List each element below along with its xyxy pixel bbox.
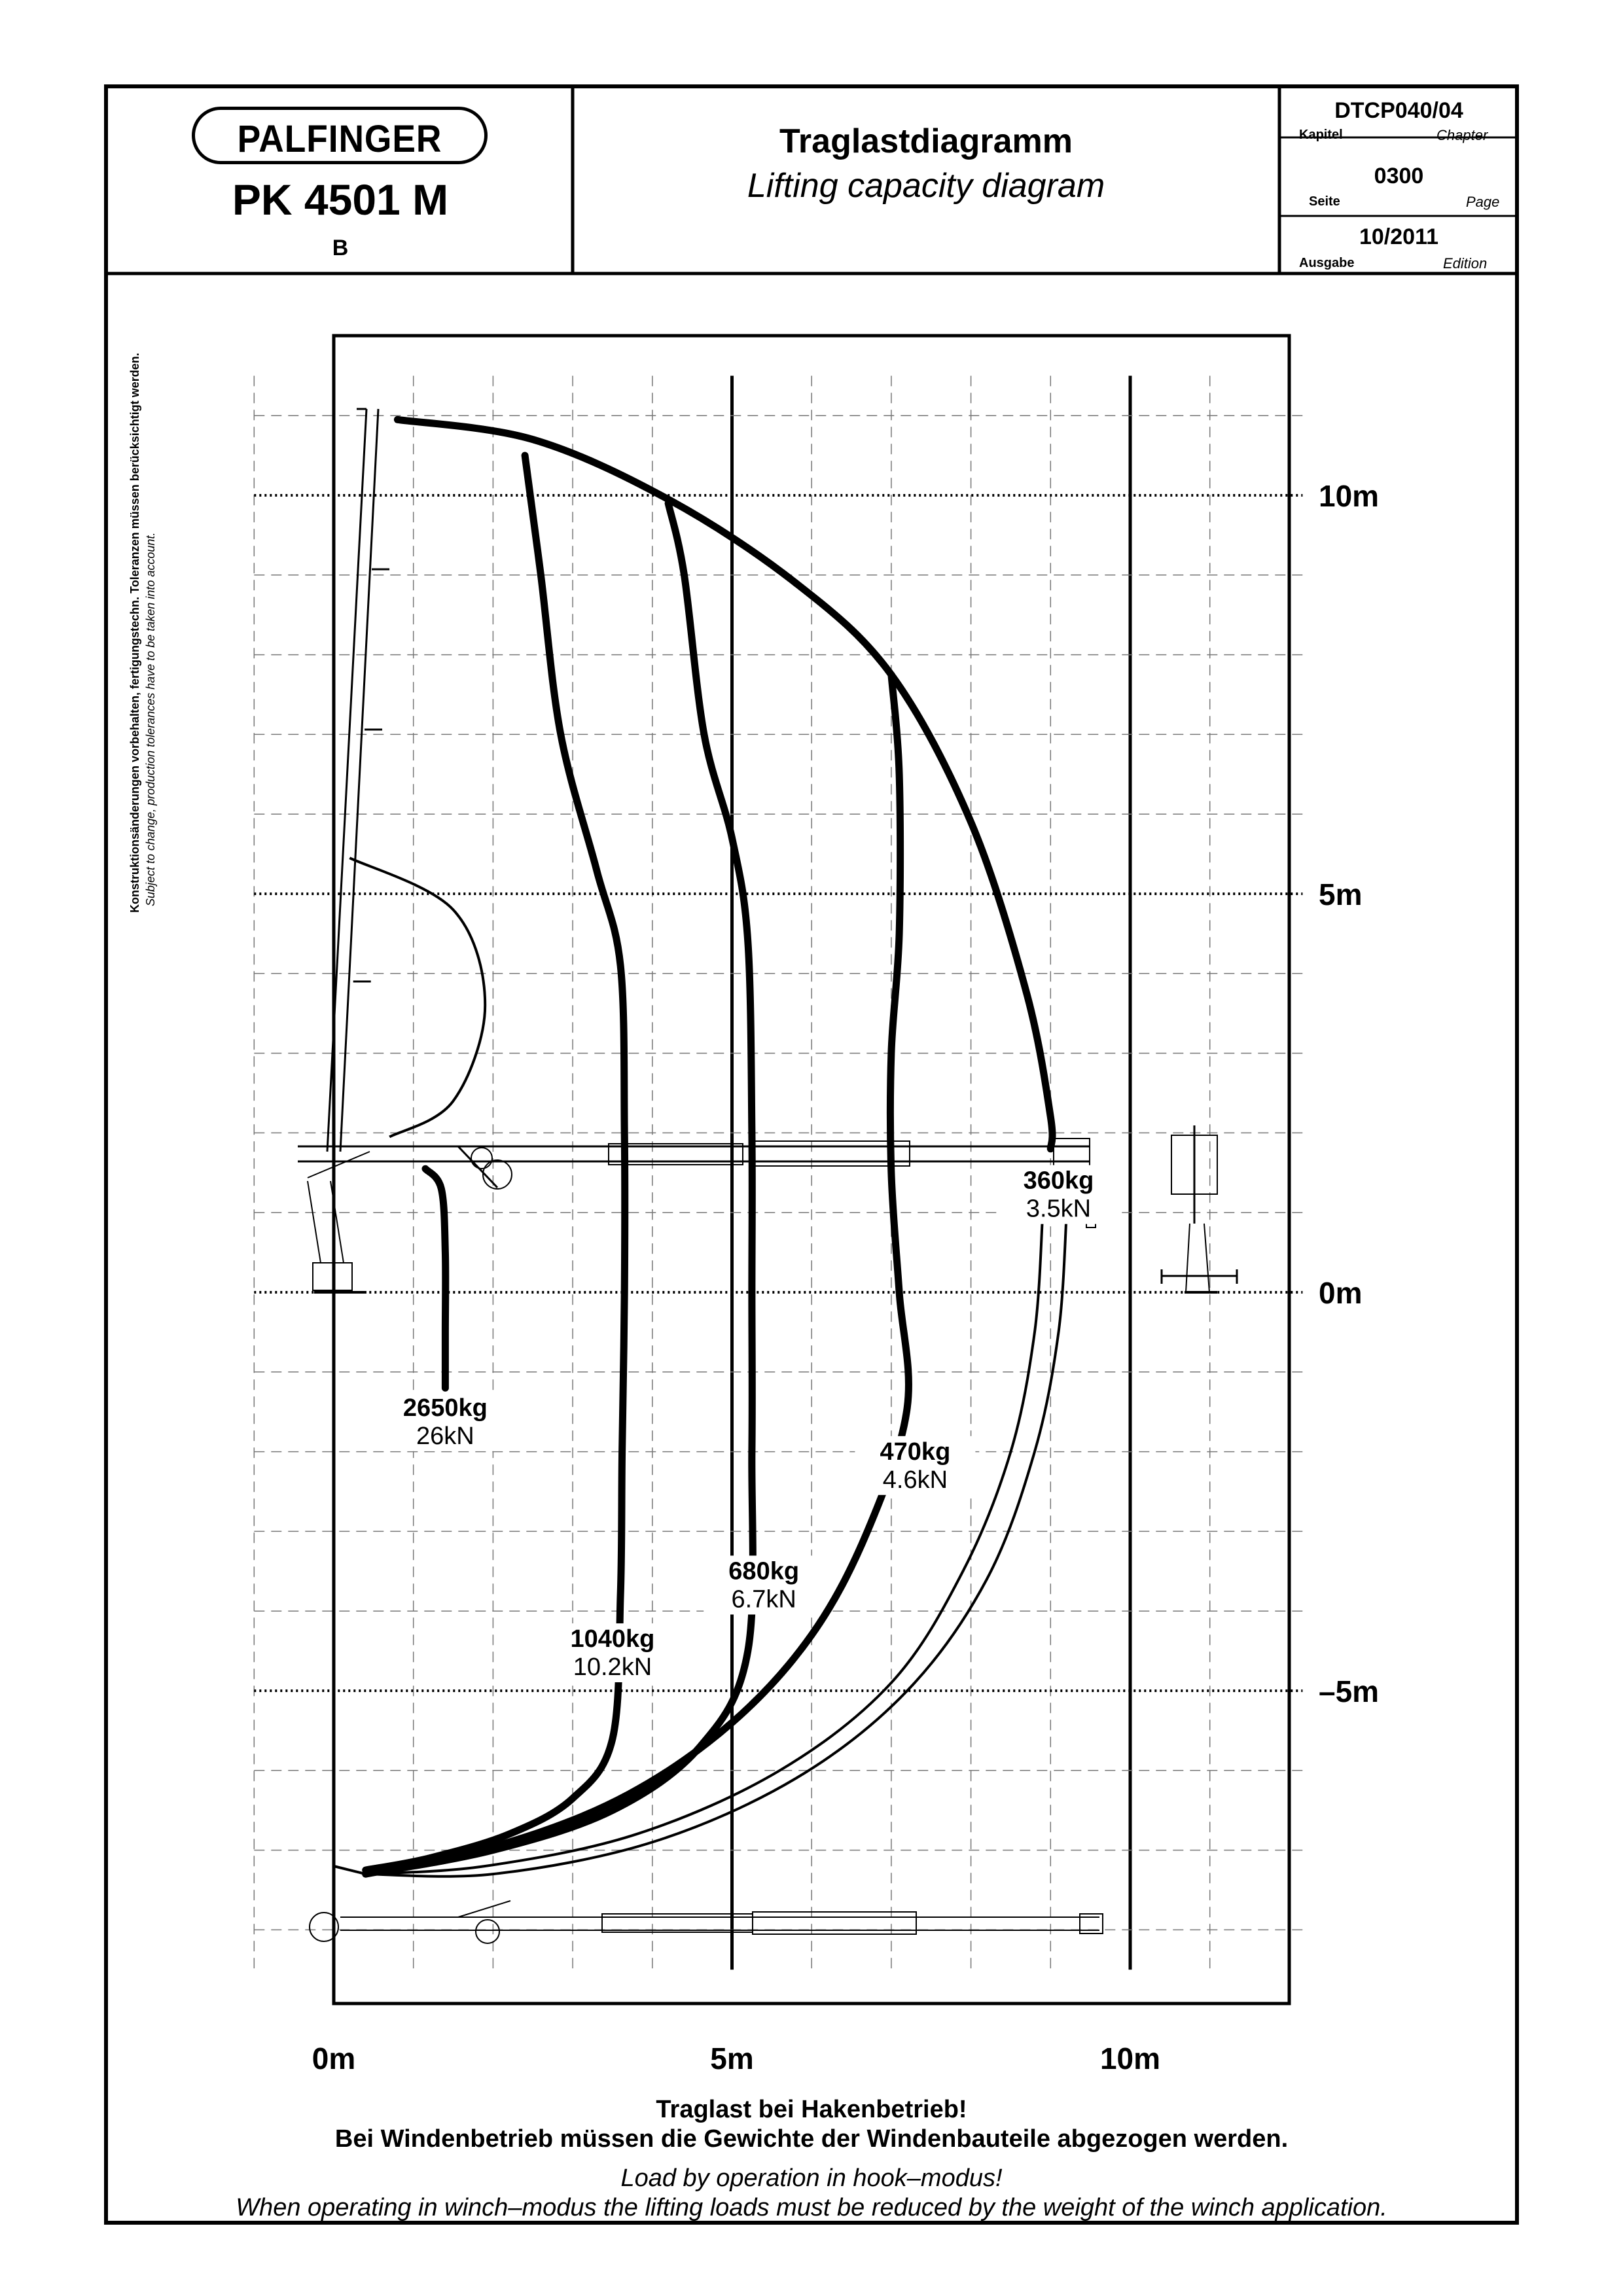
capacity-label-kg: 2650kg [403, 1394, 488, 1422]
capacity-label-kn: 6.7kN [732, 1585, 796, 1613]
y-tick-label: 10m [1319, 479, 1379, 513]
crane-main-joint [471, 1147, 493, 1169]
crane-stowed-joint [475, 1919, 500, 1944]
crane-upright-boom-outer [326, 408, 368, 1152]
palfinger-logo: PALFINGER [192, 107, 488, 164]
side-note-english: Subject to change, production tolerances… [144, 532, 157, 906]
crane-column-left [307, 1180, 321, 1263]
capacity-curve [393, 415, 1056, 1153]
page-label-de: Seite [1309, 194, 1340, 209]
chapter-value: DTCP040/04 [1334, 98, 1463, 123]
bottom-arc [333, 1865, 366, 1876]
footer-line1-german: Traglast bei Hakenbetrieb! [656, 2096, 967, 2123]
title-german: Traglastdiagramm [779, 122, 1073, 160]
plot-frame [332, 334, 1291, 2005]
crane-base-block [312, 1262, 353, 1291]
crane-stowed-cylinder [457, 1900, 511, 1918]
crane-stowed-head [1079, 1913, 1103, 1934]
x-tick-label: 5m [710, 2041, 753, 2075]
capacity-label-background [385, 1392, 506, 1451]
capacity-label-background [552, 1623, 673, 1683]
capacity-label-kg: 360kg [1024, 1167, 1094, 1195]
brand-name: PALFINGER [237, 118, 442, 160]
x-tick-label: 0m [312, 2041, 355, 2075]
capacity-label-background [998, 1165, 1119, 1224]
crane-boom-section [608, 1143, 743, 1165]
edition-label-de: Ausgabe [1299, 256, 1355, 270]
capacity-curve [362, 499, 757, 1878]
x-tick-label: 10m [1100, 2041, 1160, 2075]
capacity-label-kn: 3.5kN [1026, 1195, 1091, 1223]
crane-upright-boom-inner [339, 408, 380, 1152]
plot-grid: 10m 5m 0m –5m 0m 5m 10m [253, 376, 1379, 2075]
capacity-label-kn: 10.2kN [573, 1653, 652, 1681]
capacity-label-kn: 4.6kN [883, 1466, 948, 1494]
capacity-label-kg: 470kg [880, 1438, 951, 1466]
capacity-label-kg: 680kg [728, 1557, 799, 1585]
footer-line1-english: Load by operation in hook–modus! [620, 2164, 1003, 2192]
crane-stowed-section [752, 1911, 917, 1935]
y-tick-label: –5m [1319, 1674, 1379, 1708]
capacity-label-background [855, 1436, 976, 1495]
crane-king-link [307, 1151, 370, 1178]
y-tick-label: 0m [1319, 1276, 1362, 1310]
side-note-german: Konstruktionsänderungen vorbehalten, fer… [128, 353, 141, 913]
page-label-en: Page [1466, 194, 1500, 210]
capacity-curve [362, 671, 912, 1878]
model-name: PK 4501 M [232, 175, 449, 224]
model-variant: B [332, 236, 349, 260]
y-tick-label: 5m [1319, 877, 1362, 911]
capacity-curve [362, 451, 629, 1874]
crane-cylinder [457, 1145, 499, 1189]
edition-label-en: Edition [1443, 255, 1488, 272]
capacity-label-background [704, 1555, 825, 1615]
outer-envelope-curve [365, 1216, 1068, 1878]
chapter-label-en: Chapter [1436, 127, 1488, 143]
crane-drawing [298, 408, 1238, 1966]
capacity-curve [421, 1165, 450, 1392]
crane-side-view-left [1185, 1223, 1190, 1293]
crane-cylinder-joint [482, 1159, 512, 1190]
page-value: 0300 [1374, 164, 1424, 188]
chapter-label-de: Kapitel [1299, 128, 1343, 142]
crane-side-view-right [1204, 1223, 1210, 1293]
footer-line2-english: When operating in winch–modus the liftin… [236, 2194, 1387, 2221]
crane-column-right [330, 1180, 344, 1263]
crane-stowed-slewing [309, 1912, 339, 1942]
title-english: Lifting capacity diagram [747, 167, 1105, 205]
capacity-label-kg: 1040kg [571, 1625, 655, 1653]
slewing-arc [349, 857, 487, 1139]
capacity-label-kn: 26kN [416, 1422, 474, 1450]
inner-envelope-curve [365, 1216, 1044, 1876]
footer-line2-german: Bei Windenbetrieb müssen die Gewichte de… [334, 2125, 1289, 2153]
page-frame [104, 84, 1519, 2225]
edition-value: 10/2011 [1359, 224, 1439, 249]
